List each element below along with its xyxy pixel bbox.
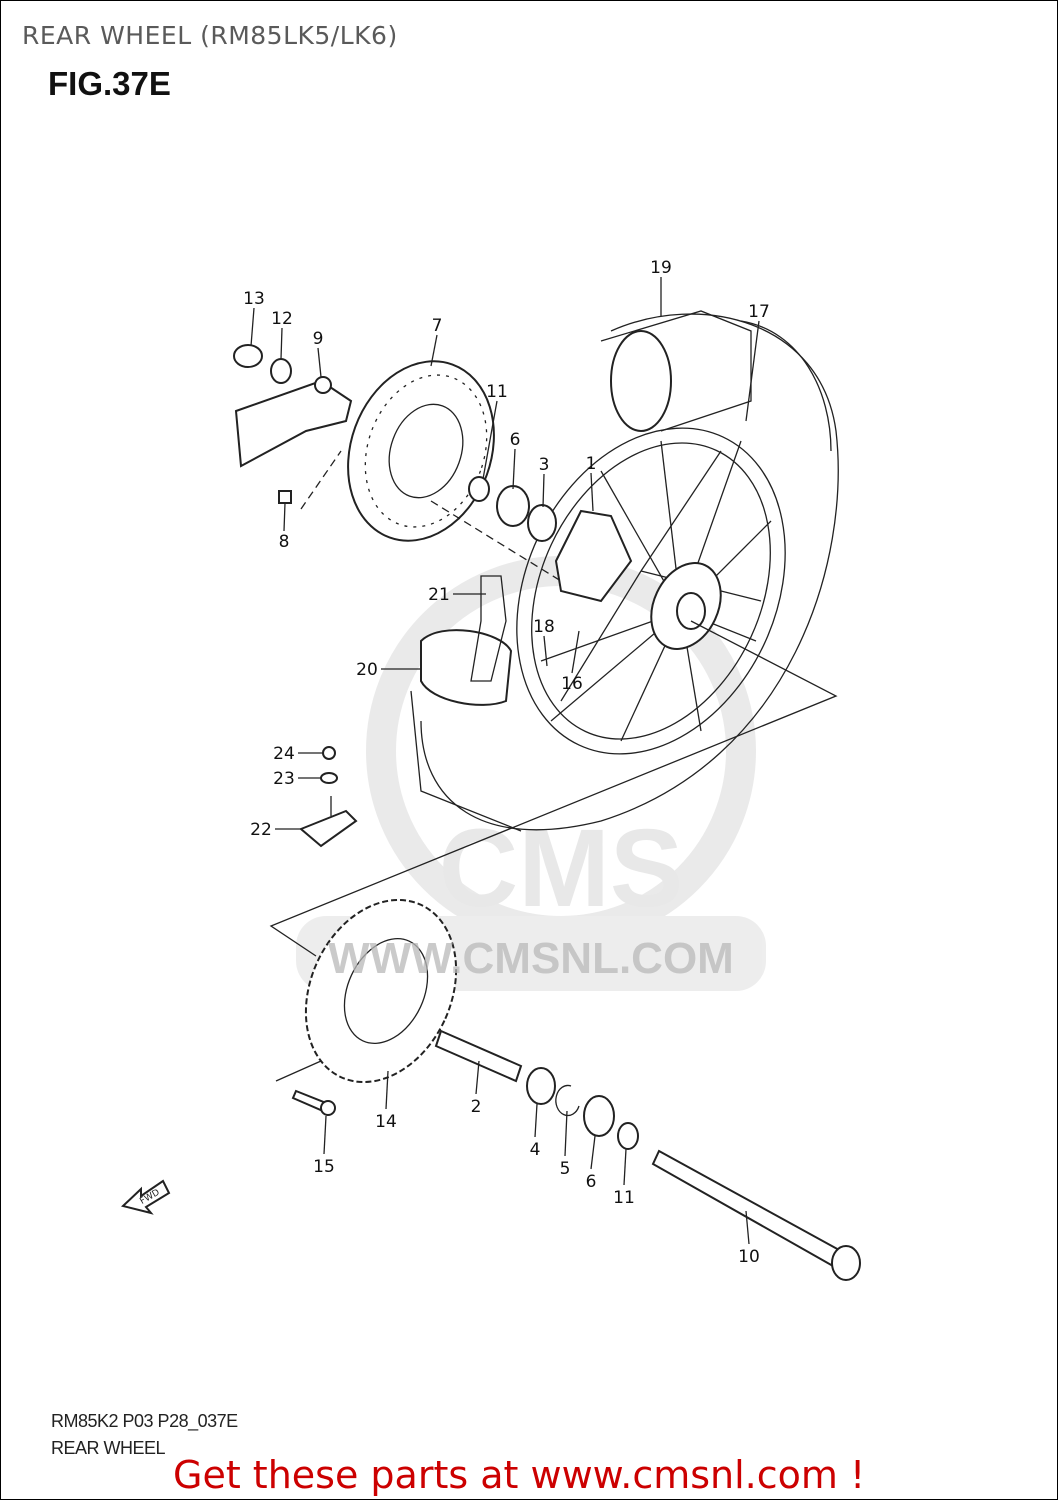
callout-22: 22 (250, 820, 272, 840)
callout-24: 24 (273, 744, 295, 764)
tube (420, 629, 513, 706)
callout-13: 13 (243, 289, 265, 309)
callout-6: 6 (510, 430, 521, 450)
callout-2: 2 (471, 1097, 482, 1117)
callout-6b: 6 (586, 1172, 597, 1192)
diagram-name: REAR WHEEL (51, 1438, 166, 1458)
page-title: REAR WHEEL (RM85LK5/LK6) (22, 21, 398, 50)
bolt-8 (278, 490, 292, 504)
rim-with-spokes (516, 427, 786, 755)
watermark-url: WWW.CMSNL.COM (328, 934, 734, 983)
callout-1: 1 (586, 454, 597, 474)
diagram-code: RM85K2 P03 P28_037E (51, 1411, 238, 1431)
callout-16: 16 (561, 674, 583, 694)
callout-10: 10 (738, 1247, 760, 1267)
callout-labels: 13 12 9 7 11 6 3 1 19 17 8 21 18 20 16 2… (243, 258, 770, 1267)
assembly-lines (300, 450, 562, 582)
callout-5: 5 (560, 1159, 571, 1179)
rear-sprocket (304, 898, 458, 1084)
callout-11: 11 (486, 382, 508, 402)
rim-band (470, 575, 507, 682)
nut-13 (233, 344, 263, 368)
callout-4: 4 (530, 1140, 541, 1160)
washer-12 (270, 358, 292, 384)
fwd-arrow-icon: FWD (120, 1179, 171, 1215)
brake-disc (347, 360, 495, 542)
callout-9: 9 (313, 329, 324, 349)
watermark-cms: CMS (439, 807, 683, 930)
promo-link[interactable]: Get these parts at www.cmsnl.com ! (173, 1453, 866, 1497)
callout-21: 21 (428, 585, 450, 605)
callout-15: 15 (313, 1157, 335, 1177)
rear-tire (410, 310, 839, 832)
spacer-2 (434, 1029, 523, 1083)
callout-19: 19 (650, 258, 672, 278)
callout-18: 18 (533, 617, 555, 637)
callout-11b: 11 (613, 1188, 635, 1208)
callout-8: 8 (279, 532, 290, 552)
callout-3: 3 (539, 455, 550, 475)
figure-number: FIG.37E (48, 65, 171, 102)
callout-7: 7 (432, 316, 443, 336)
callout-20: 20 (356, 660, 378, 680)
callout-12: 12 (271, 309, 293, 329)
callout-17: 17 (748, 302, 770, 322)
callout-23: 23 (273, 769, 295, 789)
caliper-bracket (234, 379, 353, 468)
callout-14: 14 (375, 1112, 397, 1132)
